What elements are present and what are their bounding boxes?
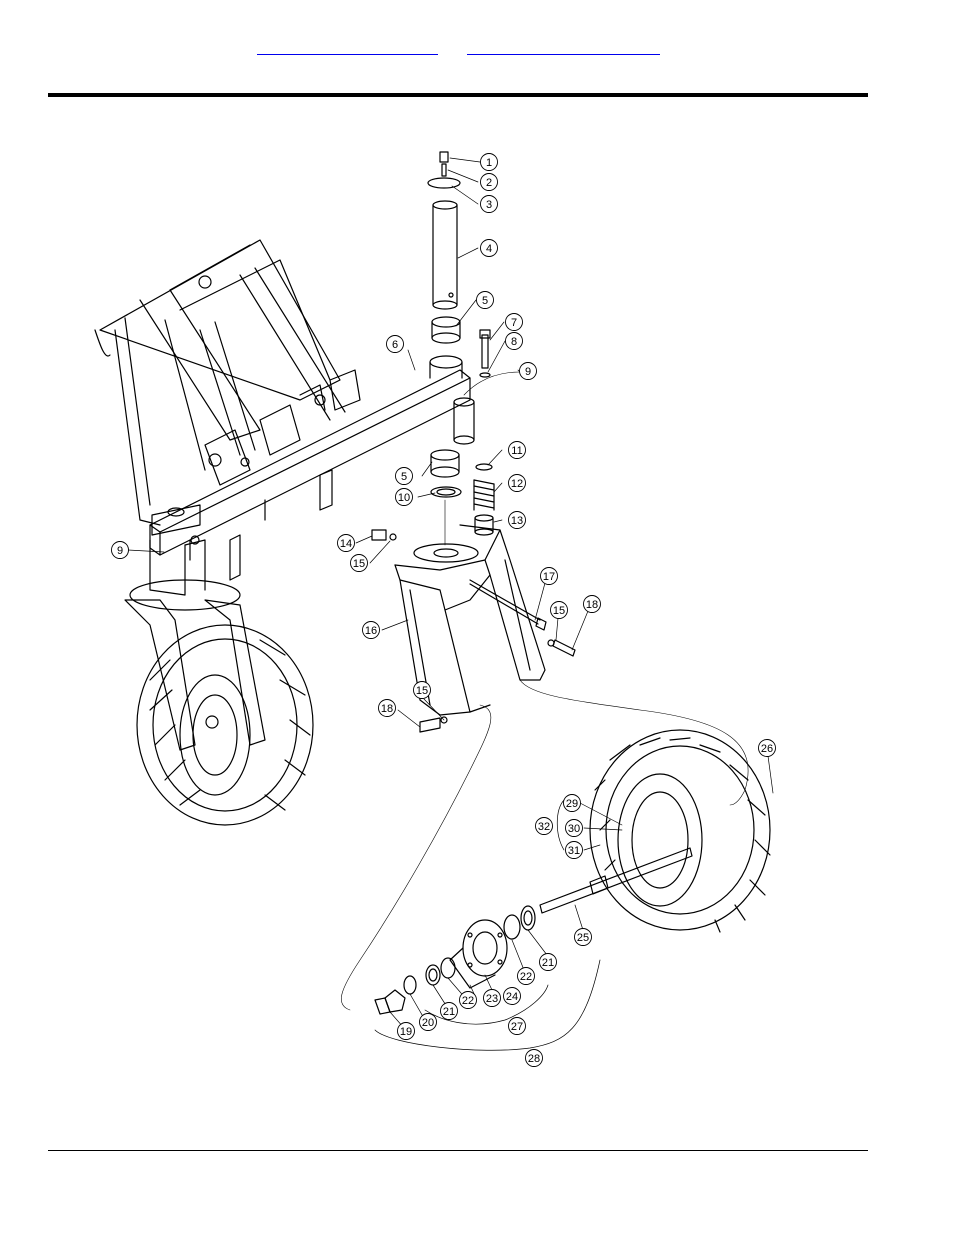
callout-label: 3 [486, 199, 492, 211]
caster-fork-drawing [341, 525, 748, 1010]
callout-12: 12 [509, 475, 526, 492]
callout-28: 28 [526, 1050, 543, 1067]
callout-label: 18 [381, 703, 393, 715]
callout-15: 15 [414, 682, 431, 699]
callout-label: 24 [506, 991, 518, 1003]
callout-label: 30 [568, 823, 580, 835]
callout-18: 18 [584, 596, 601, 613]
callout-label: 7 [511, 317, 517, 329]
callout-label: 5 [482, 295, 488, 307]
callout-label: 26 [761, 743, 773, 755]
callout-22: 22 [518, 968, 535, 985]
callout-23: 23 [484, 990, 501, 1007]
callout-11: 11 [509, 442, 526, 459]
callout-18: 18 [379, 700, 396, 717]
callout-label: 21 [542, 957, 554, 969]
callout-label: 15 [553, 605, 565, 617]
callout-24: 24 [504, 988, 521, 1005]
callout-label: 5 [401, 471, 407, 483]
callout-label: 15 [416, 685, 428, 697]
callout-17: 17 [541, 568, 558, 585]
callout-label: 14 [340, 538, 352, 550]
callout-label: 9 [117, 545, 123, 557]
callout-8: 8 [506, 333, 523, 350]
callout-2: 2 [481, 174, 498, 191]
callout-label: 16 [365, 625, 377, 637]
callout-5: 5 [396, 468, 413, 485]
callout-label: 31 [568, 845, 580, 857]
callout-label: 9 [525, 366, 531, 378]
callout-29: 29 [564, 795, 581, 812]
right-wheel-drawing [375, 730, 770, 1014]
callout-label: 21 [443, 1006, 455, 1018]
callout-26: 26 [759, 740, 776, 757]
callout-label: 20 [422, 1017, 434, 1029]
callout-3: 3 [481, 196, 498, 213]
callout-label: 23 [486, 993, 498, 1005]
callout-label: 15 [353, 558, 365, 570]
callout-15: 15 [351, 555, 368, 572]
callout-10: 10 [396, 489, 413, 506]
callout-21: 21 [441, 1003, 458, 1020]
callout-13: 13 [509, 512, 526, 529]
callout-30: 30 [566, 820, 583, 837]
callout-label: 10 [398, 492, 410, 504]
callout-label: 11 [511, 445, 522, 457]
callout-label: 22 [462, 995, 474, 1007]
callout-1: 1 [481, 154, 498, 171]
callout-label: 8 [511, 336, 517, 348]
callout-label: 29 [566, 798, 578, 810]
callout-label: 32 [538, 821, 550, 833]
callout-6: 6 [387, 336, 404, 353]
callout-9: 9 [112, 542, 129, 559]
callout-label: 13 [511, 515, 523, 527]
callout-7: 7 [506, 314, 523, 331]
toolbar-frame-drawing [95, 240, 470, 595]
callout-label: 4 [486, 243, 492, 255]
callout-label: 18 [586, 599, 598, 611]
callout-15: 15 [551, 602, 568, 619]
callout-label: 27 [511, 1021, 523, 1033]
callout-22: 22 [460, 992, 477, 1009]
callout-21: 21 [540, 954, 557, 971]
callout-label: 12 [511, 478, 523, 490]
pivot-pin-stack-drawing [428, 152, 520, 545]
callout-27: 27 [509, 1018, 526, 1035]
callout-31: 31 [566, 842, 583, 859]
left-caster-wheel-drawing [125, 580, 313, 825]
callout-5: 5 [477, 292, 494, 309]
callout-20: 20 [420, 1014, 437, 1031]
callout-label: 6 [392, 339, 398, 351]
callout-19: 19 [398, 1023, 415, 1040]
callout-14: 14 [338, 535, 355, 552]
callout-label: 2 [486, 177, 492, 189]
callout-label: 25 [577, 932, 589, 944]
callout-label: 1 [486, 157, 492, 169]
callout-25: 25 [575, 929, 592, 946]
callout-4: 4 [481, 240, 498, 257]
leader-lines [128, 158, 773, 1050]
callout-label: 28 [528, 1053, 540, 1065]
callout-label: 22 [520, 971, 532, 983]
callout-32: 32 [536, 818, 553, 835]
callout-16: 16 [363, 622, 380, 639]
callout-9: 9 [520, 363, 537, 380]
callout-label: 19 [400, 1026, 412, 1038]
callout-label: 17 [543, 571, 555, 583]
